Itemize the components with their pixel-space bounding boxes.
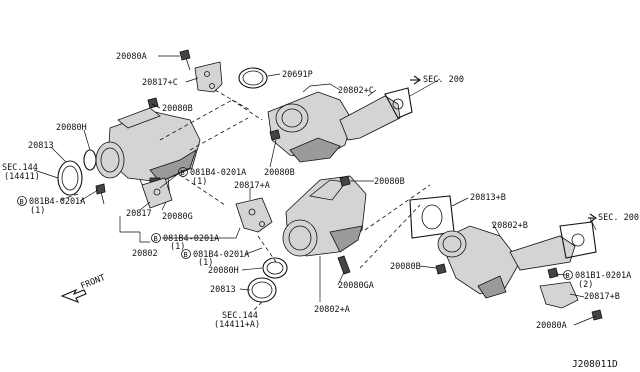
bolt-20080a-low xyxy=(591,309,603,321)
svg-text:B: B xyxy=(154,235,158,243)
label-sec144-left: SEC.144 xyxy=(2,163,38,173)
label-20817: 20817 xyxy=(126,209,152,219)
ring-20080h-left xyxy=(83,149,97,171)
label-20813-low: 20813 xyxy=(210,285,236,295)
svg-text:B: B xyxy=(181,169,185,177)
label-20080a-low: 20080A xyxy=(536,321,567,331)
label-20817b: 20817+B xyxy=(584,292,620,302)
bolt-marker-low2: B xyxy=(181,249,191,259)
label-20802b: 20802+B xyxy=(492,221,528,231)
label-sec144-left-sub: (14411) xyxy=(4,172,40,182)
label-bolt-low1-qty: (1) xyxy=(170,242,185,252)
label-front: FRONT xyxy=(79,273,106,292)
label-20080b-r1: 20080B xyxy=(374,177,405,187)
label-20691p: 20691P xyxy=(282,70,313,80)
svg-text:B: B xyxy=(566,272,570,280)
label-sec200-top: SEC. 200 xyxy=(423,75,464,85)
bolt-marker-right: B xyxy=(563,270,573,280)
sensor-20080ga xyxy=(337,255,351,275)
label-bolt-left-qty: (1) xyxy=(30,206,45,216)
label-20080h-left: 20080H xyxy=(56,123,87,133)
label-20802c: 20802+C xyxy=(338,86,374,96)
svg-text:B: B xyxy=(20,198,24,206)
label-20080g: 20080G xyxy=(162,212,193,222)
svg-text:B: B xyxy=(184,251,188,259)
bolt-20080a-top xyxy=(179,49,191,61)
label-20802a: 20802+A xyxy=(314,305,350,315)
bracket-20817c xyxy=(194,61,223,93)
label-20080b-r2: 20080B xyxy=(390,262,421,272)
label-bolt-left: 081B4-0201A xyxy=(29,197,85,207)
label-bolt-low2: 081B4-0201A xyxy=(193,250,249,260)
bracket-20817a xyxy=(235,197,273,233)
catalyst-left xyxy=(95,107,201,201)
label-bolt-mid: 081B4-0201A xyxy=(190,168,246,178)
catalyst-upper-right xyxy=(267,83,413,163)
label-20802: 20802 xyxy=(132,249,158,259)
bolt-marker-low1: B xyxy=(151,233,161,243)
diagram-id: J208011D xyxy=(572,359,618,370)
ring-20080h-low xyxy=(262,257,288,279)
label-20080b-mid: 20080B xyxy=(264,168,295,178)
label-bolt-mid-qty: (1) xyxy=(192,177,207,187)
label-sec144-low: SEC.144 xyxy=(222,311,258,321)
front-arrow xyxy=(60,288,87,304)
label-sec144-low-sub: (14411+A) xyxy=(214,320,260,330)
label-20817a: 20817+A xyxy=(234,181,270,191)
label-20080ga: 20080GA xyxy=(338,281,374,291)
label-sec200-right: SEC. 200 xyxy=(598,213,639,223)
bracket-20817 xyxy=(141,177,173,209)
label-20813-left: 20813 xyxy=(28,141,54,151)
label-20080h-low: 20080H xyxy=(208,266,239,276)
bolt-marker-mid: B xyxy=(178,167,188,177)
bolt-marker-left: B xyxy=(17,196,27,206)
label-20080a-top: 20080A xyxy=(116,52,147,62)
label-bolt-low2-qty: (1) xyxy=(198,258,213,268)
label-20080b-top: 20080B xyxy=(162,104,193,114)
bracket-20817b xyxy=(539,281,579,309)
label-20817c: 20817+C xyxy=(142,78,178,88)
label-20813b: 20813+B xyxy=(470,193,506,203)
label-bolt-right: 081B1-0201A xyxy=(575,271,631,281)
catalyst-right xyxy=(409,195,597,299)
label-bolt-low1: 081B4-0201A xyxy=(163,234,219,244)
catalyst-lower xyxy=(282,175,367,257)
label-bolt-right-qty: (2) xyxy=(578,280,593,290)
gasket-20691p xyxy=(238,67,268,89)
